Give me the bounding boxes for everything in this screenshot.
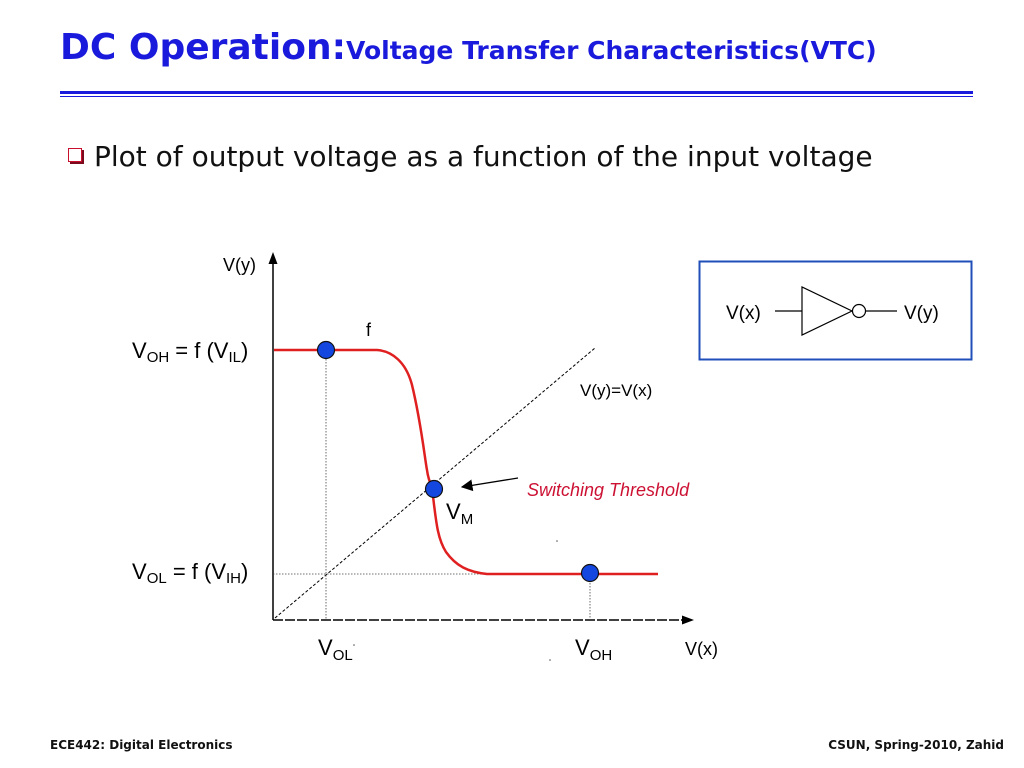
x-vol-label: VOL [318,635,353,664]
bullet-text: Plot of output voltage as a function of … [94,140,873,173]
tick-dot [556,540,558,542]
vol-label: VOL = f (VIH) [132,559,248,587]
slide-title: DC Operation:Voltage Transfer Characteri… [60,30,877,66]
title-main: DC Operation: [60,27,346,68]
x-voh-label: VOH [575,635,612,664]
tick-dot [549,659,551,661]
y-axis-label: V(y) [223,255,256,275]
inverter-bubble-icon [851,303,867,319]
voh-label: VOH = f (VIL) [132,338,248,366]
x-axis-arrow-icon [682,615,694,625]
vih-point-marker [316,340,336,360]
switching-threshold-label: Switching Threshold [527,480,690,500]
inverter-gate-icon [801,286,854,336]
square-bullet-icon [68,148,82,162]
vm-point-marker [424,479,444,499]
vil-point-marker [580,563,600,583]
tick-dot [353,644,355,646]
inverter-input-label: V(x) [726,303,761,324]
curve-label: f [366,320,372,340]
switching-threshold-arrow [460,477,519,492]
title-rule-thin [60,96,973,97]
footer-course: ECE442: Digital Electronics [50,738,233,752]
y-axis-arrow-icon [268,252,278,264]
identity-line-label: V(y)=V(x) [580,381,652,400]
vm-label: VM [446,499,473,528]
title-sub: Voltage Transfer Characteristics(VTC) [345,36,877,65]
title-rule [60,91,973,94]
footer-info: CSUN, Spring-2010, Zahid [828,738,1004,752]
inverter-output-label: V(y) [904,303,939,324]
bullet-item: Plot of output voltage as a function of … [68,140,873,173]
x-axis-label: V(x) [685,639,718,659]
vtc-curve [274,348,658,576]
